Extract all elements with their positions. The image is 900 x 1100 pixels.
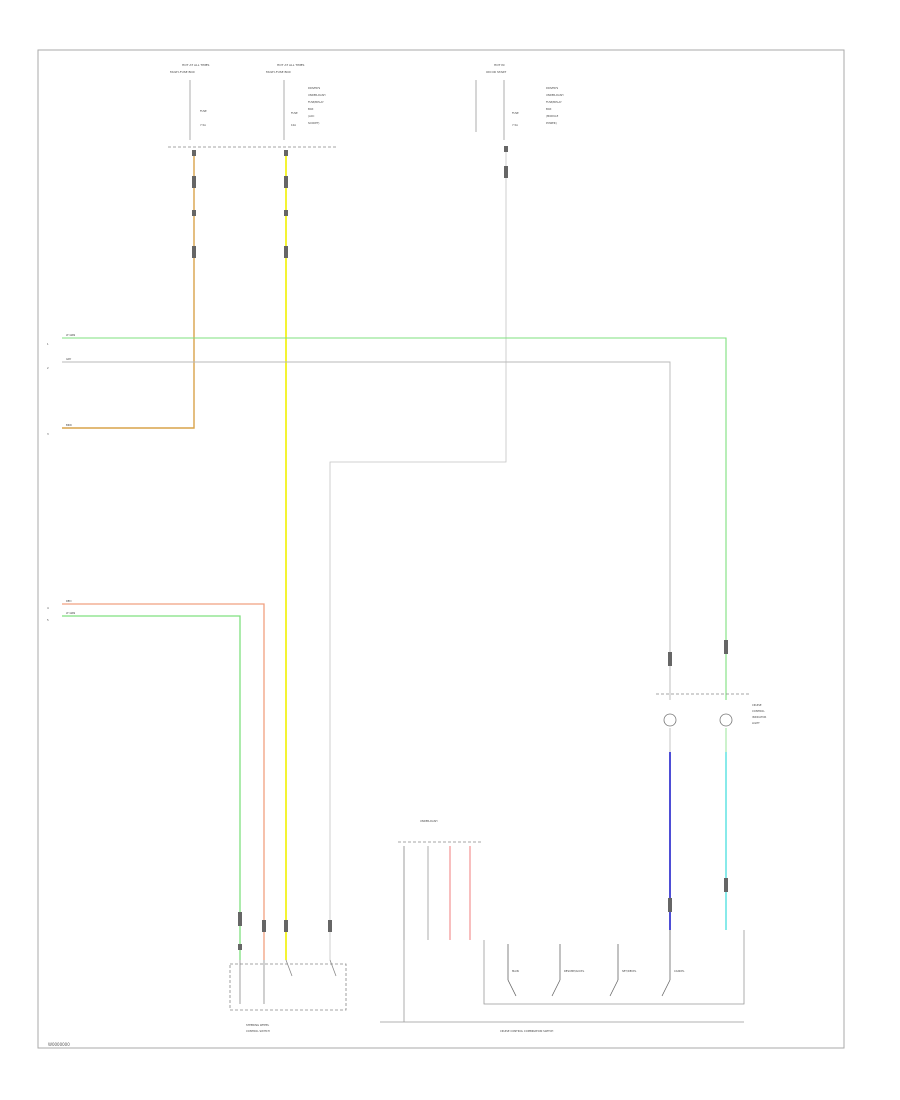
wire-ltgrn-top xyxy=(62,337,727,700)
side-pin-1: 1 xyxy=(47,342,49,346)
source-mid: HOT AT ALL TIMES MULTI-FUSE BOX FUSE 10A… xyxy=(266,63,325,140)
switch-label-3: SET/DECEL xyxy=(622,969,637,973)
source-mid-note-2: UNDER-DASH xyxy=(308,93,325,97)
source-right-fuse-amps: 7.5A xyxy=(512,123,518,127)
steering-label-2: CONTROL SWITCH xyxy=(246,1029,270,1033)
indicator-bulb-left xyxy=(663,713,677,727)
source-right: HOT IN ON OR START FUSE 7.5A DRIVER'S UN… xyxy=(475,63,563,140)
switch-label-4: CANCEL xyxy=(674,969,685,973)
side-pin-2: 2 xyxy=(47,366,49,370)
side-pin-4: 4 xyxy=(47,606,49,610)
source-right-note-5: (MODULE xyxy=(546,114,559,118)
source-mid-header: HOT AT ALL TIMES xyxy=(277,63,305,67)
wire-ltgrn-left xyxy=(62,615,241,960)
source-right-note-3: FUSE/RELAY xyxy=(546,100,562,104)
source-right-header: HOT IN xyxy=(494,63,505,67)
source-mid-note-6: SOCKET) xyxy=(308,121,319,125)
source-right-note-2: UNDER-DASH xyxy=(546,93,563,97)
side-wire-labels: LT GRN GRY BRN RED LT GRN 1 2 3 4 5 xyxy=(47,333,75,622)
wire-brn xyxy=(62,150,195,429)
source-left-header: HOT AT ALL TIMES xyxy=(182,63,210,67)
indicator-title-2: CONTROL xyxy=(752,709,765,713)
indicator-title-1: CRUISE xyxy=(752,703,762,707)
source-mid-note-1: DRIVER'S xyxy=(308,86,320,90)
source-right-fuse: FUSE xyxy=(512,111,519,115)
source-mid-note-3: FUSE/RELAY xyxy=(308,100,324,104)
source-right-sub: ON OR START xyxy=(486,70,506,74)
source-right-note-4: BOX xyxy=(546,107,552,111)
side-wire-label-5: LT GRN xyxy=(66,611,75,615)
indicator-connectors xyxy=(668,640,728,666)
wire-red-left xyxy=(62,603,265,960)
under-dash-connector: UNDER-DASH xyxy=(398,819,482,940)
indicator-bulb-right xyxy=(719,713,733,727)
source-mid-fuse: FUSE xyxy=(291,111,298,115)
side-pin-3: 3 xyxy=(47,432,49,436)
lower-right-connectors xyxy=(668,878,728,912)
combination-switch-box xyxy=(380,846,745,1023)
indicator-title-4: LIGHT xyxy=(752,721,760,725)
steering-switch-box xyxy=(229,959,347,1011)
source-mid-sub: MULTI-FUSE BOX xyxy=(266,70,291,74)
source-right-note-1: DRIVER'S xyxy=(546,86,558,90)
source-left-sub: MULTI-FUSE BOX xyxy=(170,70,195,74)
switch-label-1: MAIN xyxy=(512,969,519,973)
indicator-title-3: INDICATOR xyxy=(752,715,766,719)
side-wire-label-4: RED xyxy=(66,599,71,603)
side-wire-label-2: GRY xyxy=(66,357,72,361)
switch-label-2: RESUME/ACCEL xyxy=(564,969,585,973)
wire-gry-top xyxy=(62,361,671,700)
switch-contacts xyxy=(507,930,671,997)
source-mid-fuse-amps: 10A xyxy=(291,123,296,127)
source-left-fuse-amps: 7.5A xyxy=(200,123,206,127)
diagram-border xyxy=(37,49,845,1049)
connector-top-label: UNDER-DASH xyxy=(420,819,437,823)
diagram-code: W0000000 xyxy=(48,1042,70,1047)
source-mid-note-4: BOX xyxy=(308,107,314,111)
combination-switch-label: CRUISE CONTROL COMBINATION SWITCH xyxy=(500,1029,553,1033)
side-wire-label-1: LT GRN xyxy=(66,333,75,337)
feed-connectors xyxy=(192,146,508,258)
source-right-note-6: POWER) xyxy=(546,121,557,125)
source-left-fuse: FUSE xyxy=(200,109,207,113)
side-wire-label-3: BRN xyxy=(66,423,72,427)
steering-label-1: STEERING WHEEL xyxy=(246,1023,270,1027)
source-mid-note-5: (ACC xyxy=(308,114,315,118)
wire-gry-feed xyxy=(329,150,507,960)
steering-connectors xyxy=(238,912,332,950)
side-pin-5: 5 xyxy=(47,618,49,622)
source-left: HOT AT ALL TIMES MULTI-FUSE BOX FUSE 7.5… xyxy=(170,63,210,140)
